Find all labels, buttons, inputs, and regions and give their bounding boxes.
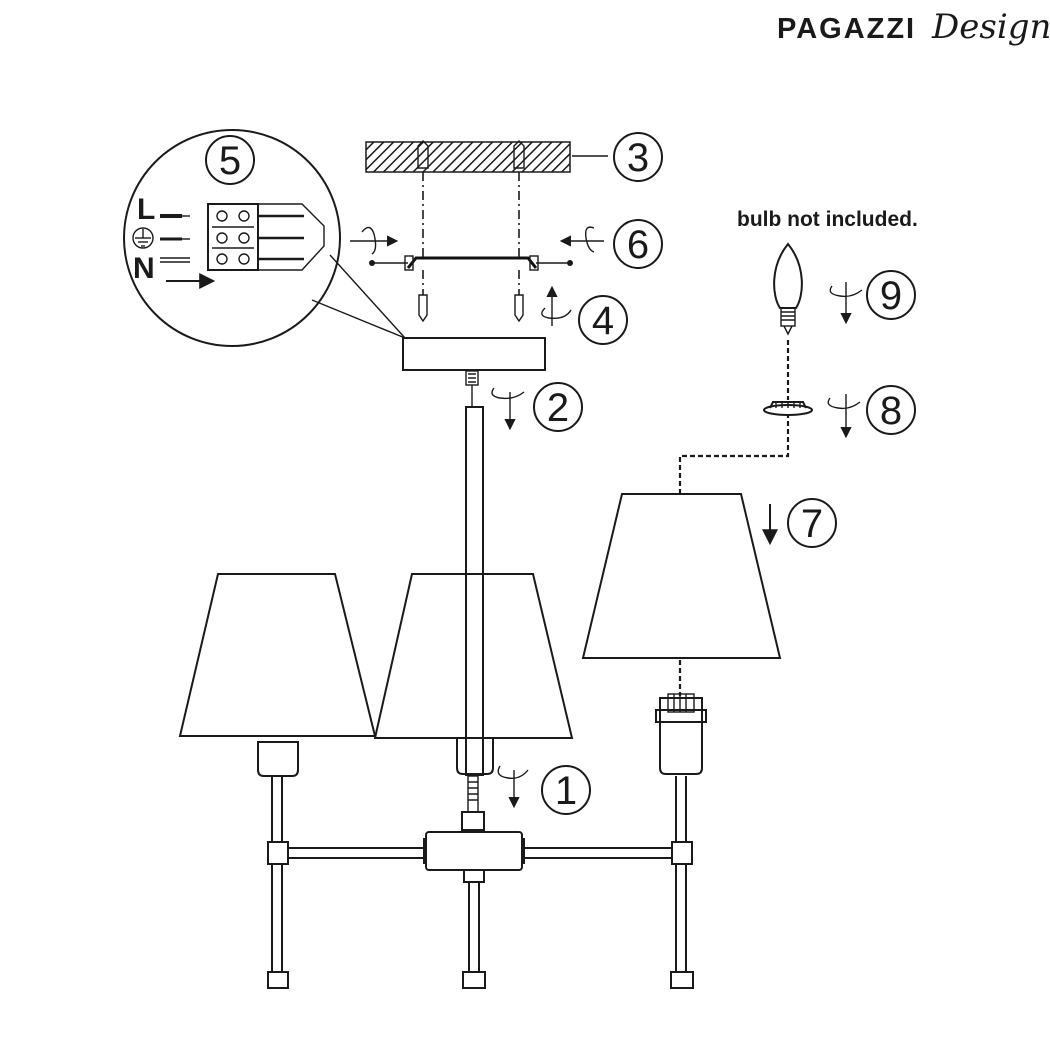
- step-marker-2: 2: [533, 382, 583, 432]
- callout-leader-upper: [329, 254, 406, 339]
- step-marker-8: 8: [866, 385, 916, 435]
- ceiling: [365, 140, 608, 173]
- lamp-holder-right: [655, 693, 707, 775]
- rotate-arrow-icon: [497, 765, 529, 809]
- step-label-8: 8: [880, 389, 902, 433]
- ceiling-anchor-right: [513, 140, 525, 169]
- rotate-arrow-icon: [491, 387, 525, 431]
- step-label-4: 4: [592, 299, 614, 343]
- wiring-callout: L N: [123, 129, 406, 347]
- screw-left: [418, 294, 428, 323]
- step-label-9: 9: [880, 274, 902, 318]
- live-label: L: [137, 193, 155, 226]
- step-marker-5: 5: [205, 135, 255, 185]
- step-marker-4: 4: [578, 295, 628, 345]
- shade-ring: [763, 401, 813, 416]
- ceiling-anchor-left: [417, 140, 429, 169]
- center-body: [456, 738, 494, 831]
- step-marker-3: 3: [613, 132, 663, 182]
- screw-right: [514, 294, 524, 323]
- candle-bulb: [773, 242, 803, 336]
- step-marker-6: 6: [613, 219, 663, 269]
- shade-alignment-upper: [678, 414, 790, 494]
- earth-ground-icon: [132, 227, 154, 249]
- brand-suffix: Design: [931, 7, 1050, 47]
- terminal-block: [207, 203, 325, 271]
- chandelier-frame: [257, 741, 694, 989]
- rotate-arrow-icon: [559, 226, 604, 253]
- mounting-bracket: [369, 255, 573, 271]
- rotate-arrow-icon: [829, 282, 863, 325]
- rotate-arrow-icon: [827, 394, 861, 439]
- bulb-note: bulb not included.: [737, 208, 918, 231]
- lamp-shade-right: [581, 493, 782, 659]
- rotate-arrow-icon: [350, 226, 399, 255]
- brand-name: PAGAZZI: [777, 13, 916, 45]
- step-label-3: 3: [627, 136, 649, 180]
- step-marker-7: 7: [787, 498, 837, 548]
- step-label-6: 6: [627, 223, 649, 267]
- step-label-7: 7: [801, 502, 823, 546]
- callout-leader-lower: [311, 299, 406, 339]
- step-marker-9: 9: [866, 270, 916, 320]
- lamp-shade-left: [178, 573, 377, 737]
- step-label-1: 1: [555, 769, 577, 813]
- step-label-5: 5: [219, 139, 241, 183]
- neutral-label: N: [133, 252, 155, 285]
- step-marker-1: 1: [541, 765, 591, 815]
- step-label-2: 2: [547, 386, 569, 430]
- brand-logo: PAGAZZI Design: [777, 7, 1050, 47]
- lamp-shade-center: [373, 573, 574, 739]
- center-hub: [425, 831, 523, 871]
- lamp-holder-left: [257, 741, 299, 777]
- ceiling-canopy: [402, 337, 546, 371]
- screws: [418, 270, 524, 323]
- rotate-arrow-icon: [541, 285, 572, 326]
